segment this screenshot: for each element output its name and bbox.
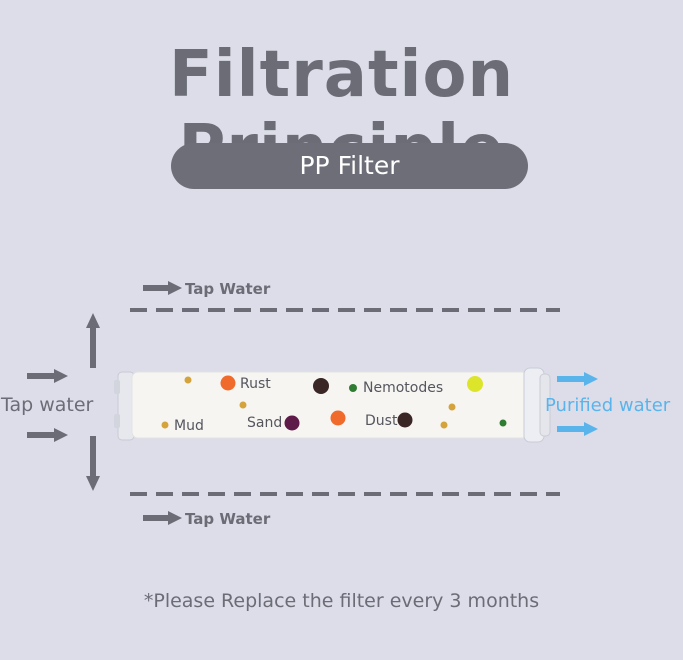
nemotodes-label: Nemotodes xyxy=(363,380,443,396)
outflow-arrow-upper-icon xyxy=(557,372,598,386)
outflow-arrow-lower-icon xyxy=(557,422,598,436)
rust-label: Rust xyxy=(240,376,271,392)
down-arrow-icon xyxy=(86,436,100,491)
mud-particle-2 xyxy=(239,401,247,409)
purified-water-label: Purified water xyxy=(545,395,671,416)
mud-particle-1 xyxy=(184,376,192,384)
mud-particle-3 xyxy=(161,421,169,429)
tap-water-bottom-label: Tap Water xyxy=(185,510,271,528)
filter-type-label: PP Filter xyxy=(299,151,400,180)
dust-label: Dust xyxy=(365,413,398,429)
up-arrow-icon xyxy=(86,313,100,368)
nemotode-particle xyxy=(349,384,357,392)
inflow-arrow-upper-icon xyxy=(27,369,68,383)
tap-water-top-label: Tap Water xyxy=(185,280,271,298)
replacement-note: *Please Replace the filter every 3 month… xyxy=(143,590,540,612)
dust-particle-top xyxy=(313,378,329,394)
mud-label: Mud xyxy=(174,418,204,434)
dust-particle xyxy=(397,412,413,428)
sand-label: Sand xyxy=(247,415,282,431)
mud-particle-5 xyxy=(440,421,448,429)
mud-particle-4 xyxy=(448,403,456,411)
tap-water-bottom-arrow-icon xyxy=(143,511,182,525)
inflow-arrow-lower-icon xyxy=(27,428,68,442)
tap-water-left-label: Tap water xyxy=(0,394,94,416)
yellow-particle xyxy=(467,376,483,392)
nemotode-particle-2 xyxy=(499,419,507,427)
rust-particle xyxy=(220,375,236,391)
tap-water-top-arrow-icon xyxy=(143,281,182,295)
filter-type-badge: PP Filter xyxy=(171,143,528,189)
sand-particle xyxy=(284,415,300,431)
rust-particle-2 xyxy=(330,410,346,426)
